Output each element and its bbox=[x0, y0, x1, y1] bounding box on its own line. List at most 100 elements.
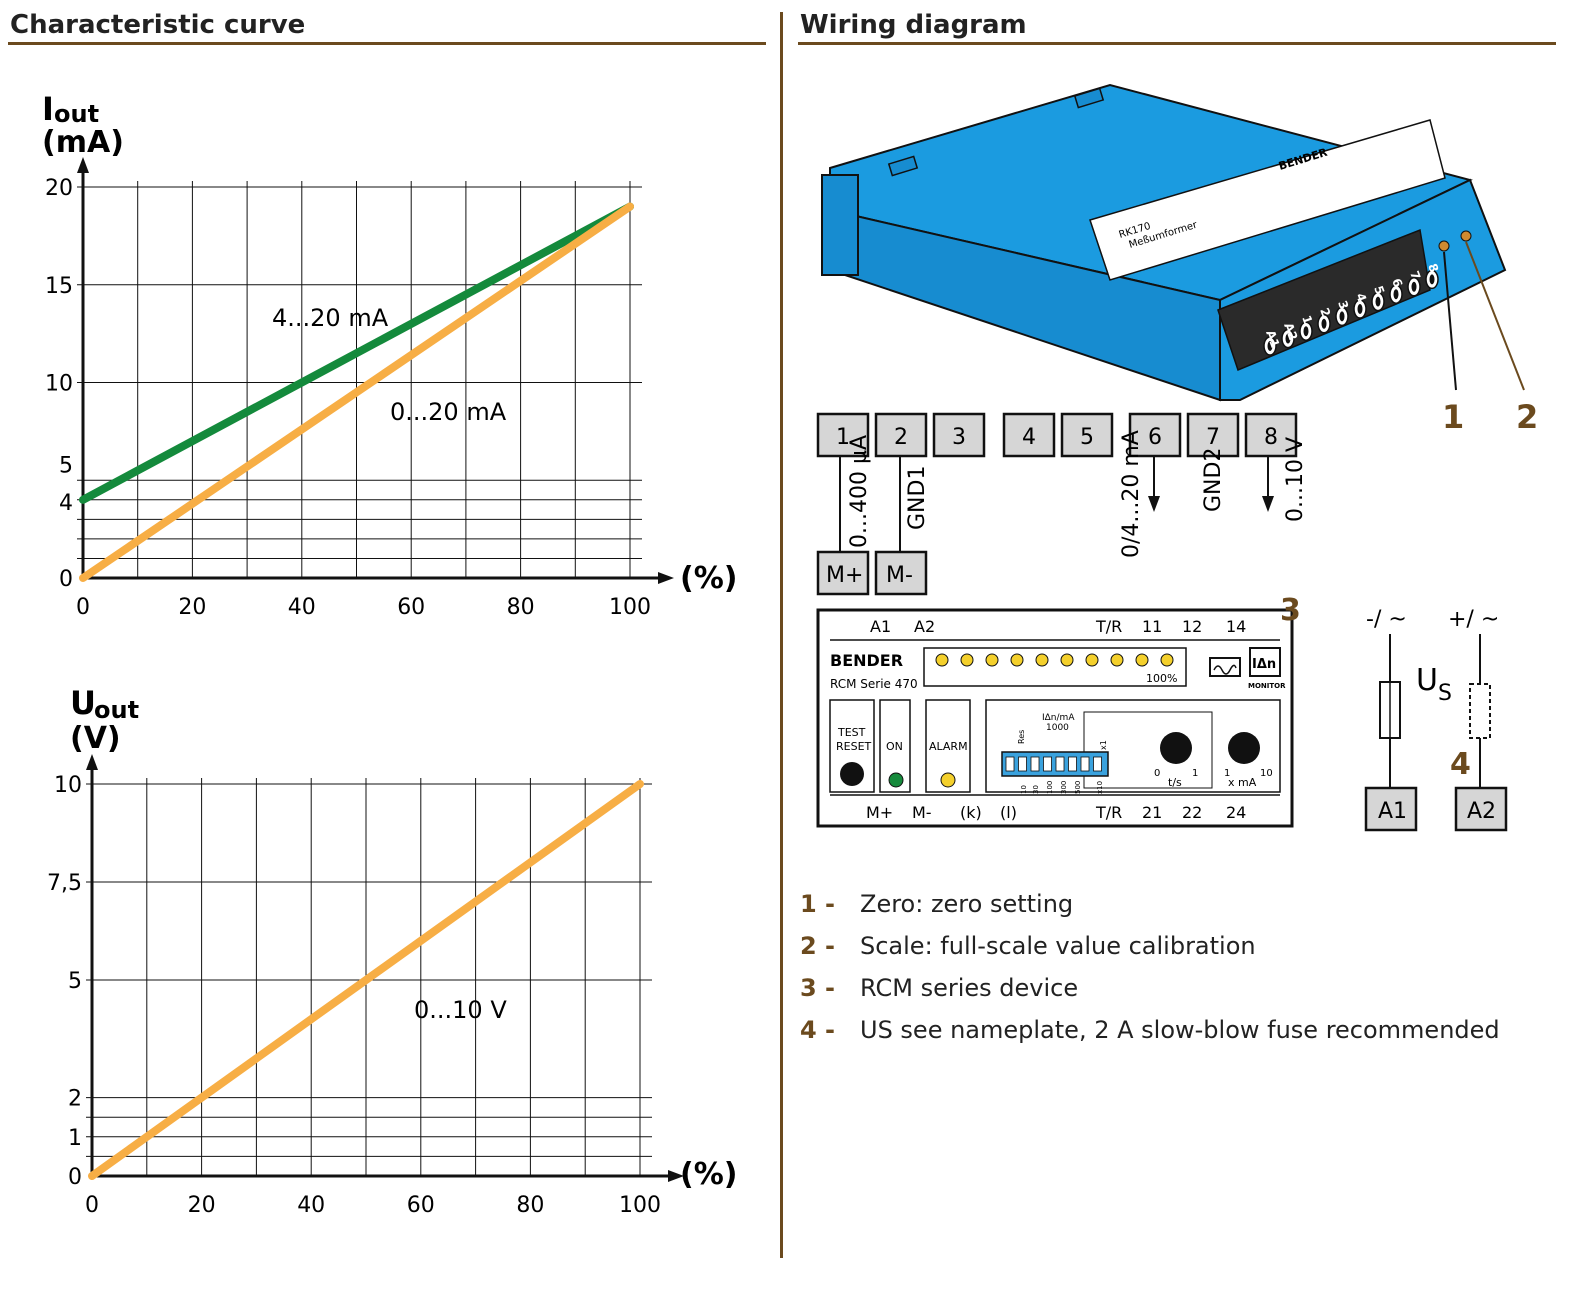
rcm-dip-positions bbox=[1005, 756, 1102, 772]
rcm-current-knob bbox=[1228, 732, 1260, 764]
y-tick-label: 15 bbox=[45, 274, 73, 299]
rcm-brand: BENDER bbox=[830, 651, 903, 670]
rcm-dip-300: 300 bbox=[1060, 781, 1068, 794]
rcm-led-bar bbox=[923, 647, 1187, 687]
legend-item: 1 - Zero: zero setting bbox=[800, 890, 1560, 932]
y-tick-label: 4 bbox=[59, 491, 73, 516]
meas-minus-label: M- bbox=[886, 563, 913, 588]
supply-circuit: -/ ~ +/ ~ U S 4 A1 A2 bbox=[1364, 607, 1508, 832]
characteristic-curve-title: Characteristic curve bbox=[10, 10, 306, 40]
series-line bbox=[88, 780, 644, 1180]
signal-label-2: GND1 bbox=[905, 466, 930, 530]
callout-line-1 bbox=[1443, 251, 1457, 391]
rcm-led bbox=[1035, 653, 1049, 667]
terminal-box-label: 1 bbox=[836, 425, 850, 450]
rcm-idn-box bbox=[1249, 647, 1281, 677]
x-tick-label: 0 bbox=[85, 1193, 99, 1218]
device-label-plate bbox=[1089, 119, 1446, 281]
x-tick-label: 20 bbox=[188, 1193, 216, 1218]
terminal-screw-slot bbox=[1411, 281, 1417, 292]
callout-2: 2 bbox=[1516, 398, 1538, 436]
rcm-led bbox=[935, 653, 949, 667]
rcm-series: RCM Serie 470 bbox=[830, 677, 918, 691]
legend-text: US see nameplate, 2 A slow-blow fuse rec… bbox=[860, 1016, 1500, 1044]
rcm-top-tr: T/R bbox=[1095, 617, 1122, 636]
rcm-alarm-frame bbox=[925, 699, 971, 793]
series-line bbox=[79, 202, 634, 582]
rcm-dip-toggle bbox=[1030, 756, 1040, 772]
terminal-box-label: 8 bbox=[1264, 425, 1278, 450]
rcm-test-label: TEST bbox=[837, 726, 866, 739]
terminal-box-label: 6 bbox=[1148, 425, 1162, 450]
rcm-dip-x1: x1 bbox=[1099, 740, 1108, 750]
voltage-chart-grid bbox=[86, 754, 684, 1182]
legend-text: Zero: zero setting bbox=[860, 890, 1074, 918]
rcm-bot-22: 22 bbox=[1182, 803, 1202, 822]
series-label-4-20ma: 4...20 mA bbox=[272, 304, 389, 332]
wiring-diagram-title: Wiring diagram bbox=[800, 10, 1027, 40]
current-chart-grid bbox=[77, 157, 674, 584]
rcm-top-a2: A2 bbox=[914, 617, 935, 636]
rcm-dip-10: 10 bbox=[1020, 785, 1028, 794]
callout-line-2 bbox=[1465, 241, 1525, 391]
x-tick-label: 100 bbox=[619, 1193, 661, 1218]
rcm-bar-label: 100% bbox=[1146, 672, 1177, 685]
supply-neg-label: -/ ~ bbox=[1366, 607, 1407, 632]
rcm-dip-toggle bbox=[1068, 756, 1077, 772]
rcm-test-button-frame bbox=[829, 699, 875, 793]
rcm-callout: 3 bbox=[1280, 593, 1301, 628]
voltage-chart-xlabel: (%) bbox=[680, 1157, 737, 1192]
series-label-0-10v: 0...10 V bbox=[414, 996, 507, 1024]
terminal-screw-slot bbox=[1429, 274, 1435, 285]
rcm-alarm-led bbox=[940, 772, 956, 788]
rcm-on-label: ON bbox=[886, 740, 903, 753]
supply-box-a2 bbox=[1454, 786, 1508, 832]
voltage-chart-series bbox=[88, 780, 644, 1180]
y-tick-label: 7,5 bbox=[47, 871, 82, 896]
rcm-reset-label: RESET bbox=[836, 740, 872, 753]
terminal-screws bbox=[1263, 269, 1439, 356]
x-axis-arrow bbox=[668, 1170, 684, 1182]
supply-pos-label: +/ ~ bbox=[1448, 607, 1499, 632]
terminal-screw-slot bbox=[1393, 289, 1399, 300]
terminal-box bbox=[1060, 412, 1114, 458]
current-chart-xlabel: (%) bbox=[680, 561, 737, 596]
rcm-bot-mminus: M- bbox=[912, 803, 932, 822]
rcm-on-frame bbox=[879, 699, 911, 793]
signal-wiring: 0...400 µA GND1 0/4...20 mA GND2 0...10 … bbox=[816, 430, 1308, 596]
rcm-knob1-min: 0 bbox=[1154, 768, 1160, 779]
rcm-top-14: 14 bbox=[1226, 617, 1246, 636]
zero-screw bbox=[1438, 240, 1450, 252]
x-tick-label: 80 bbox=[516, 1193, 544, 1218]
current-chart-ylabel-sub: out bbox=[54, 100, 99, 128]
terminal-screw-slot bbox=[1267, 341, 1273, 351]
legend-number: 1 - bbox=[800, 890, 836, 918]
rcm-dip-100: 100 bbox=[1046, 781, 1054, 794]
terminal-screw-slot bbox=[1303, 326, 1309, 337]
rcm-bot-tr: T/R bbox=[1095, 803, 1122, 822]
current-chart-ylabel-unit: (mA) bbox=[42, 125, 124, 160]
y-tick-label: 1 bbox=[68, 1126, 82, 1151]
supply-box-a1-label: A1 bbox=[1378, 799, 1407, 824]
section-divider bbox=[780, 12, 783, 1258]
callout-1: 1 bbox=[1442, 398, 1464, 436]
rcm-led bbox=[1160, 653, 1174, 667]
rcm-bot-21: 21 bbox=[1142, 803, 1162, 822]
rcm-knob1-max: 1 bbox=[1192, 768, 1198, 779]
rcm-knob2-max: 10 bbox=[1260, 768, 1273, 779]
terminal-box bbox=[932, 412, 986, 458]
legend-number: 4 - bbox=[800, 1016, 836, 1044]
rcm-top-12: 12 bbox=[1182, 617, 1202, 636]
meas-minus-box bbox=[874, 550, 928, 596]
rcm-led bbox=[1110, 653, 1124, 667]
terminal-box-label: 5 bbox=[1080, 425, 1094, 450]
x-tick-label: 100 bbox=[609, 595, 651, 620]
y-tick-label: 20 bbox=[45, 176, 73, 201]
terminal-block bbox=[1217, 228, 1431, 372]
rcm-bot-k: (k) bbox=[960, 803, 982, 822]
rcm-dip-label: IΔn/mA bbox=[1042, 713, 1075, 723]
